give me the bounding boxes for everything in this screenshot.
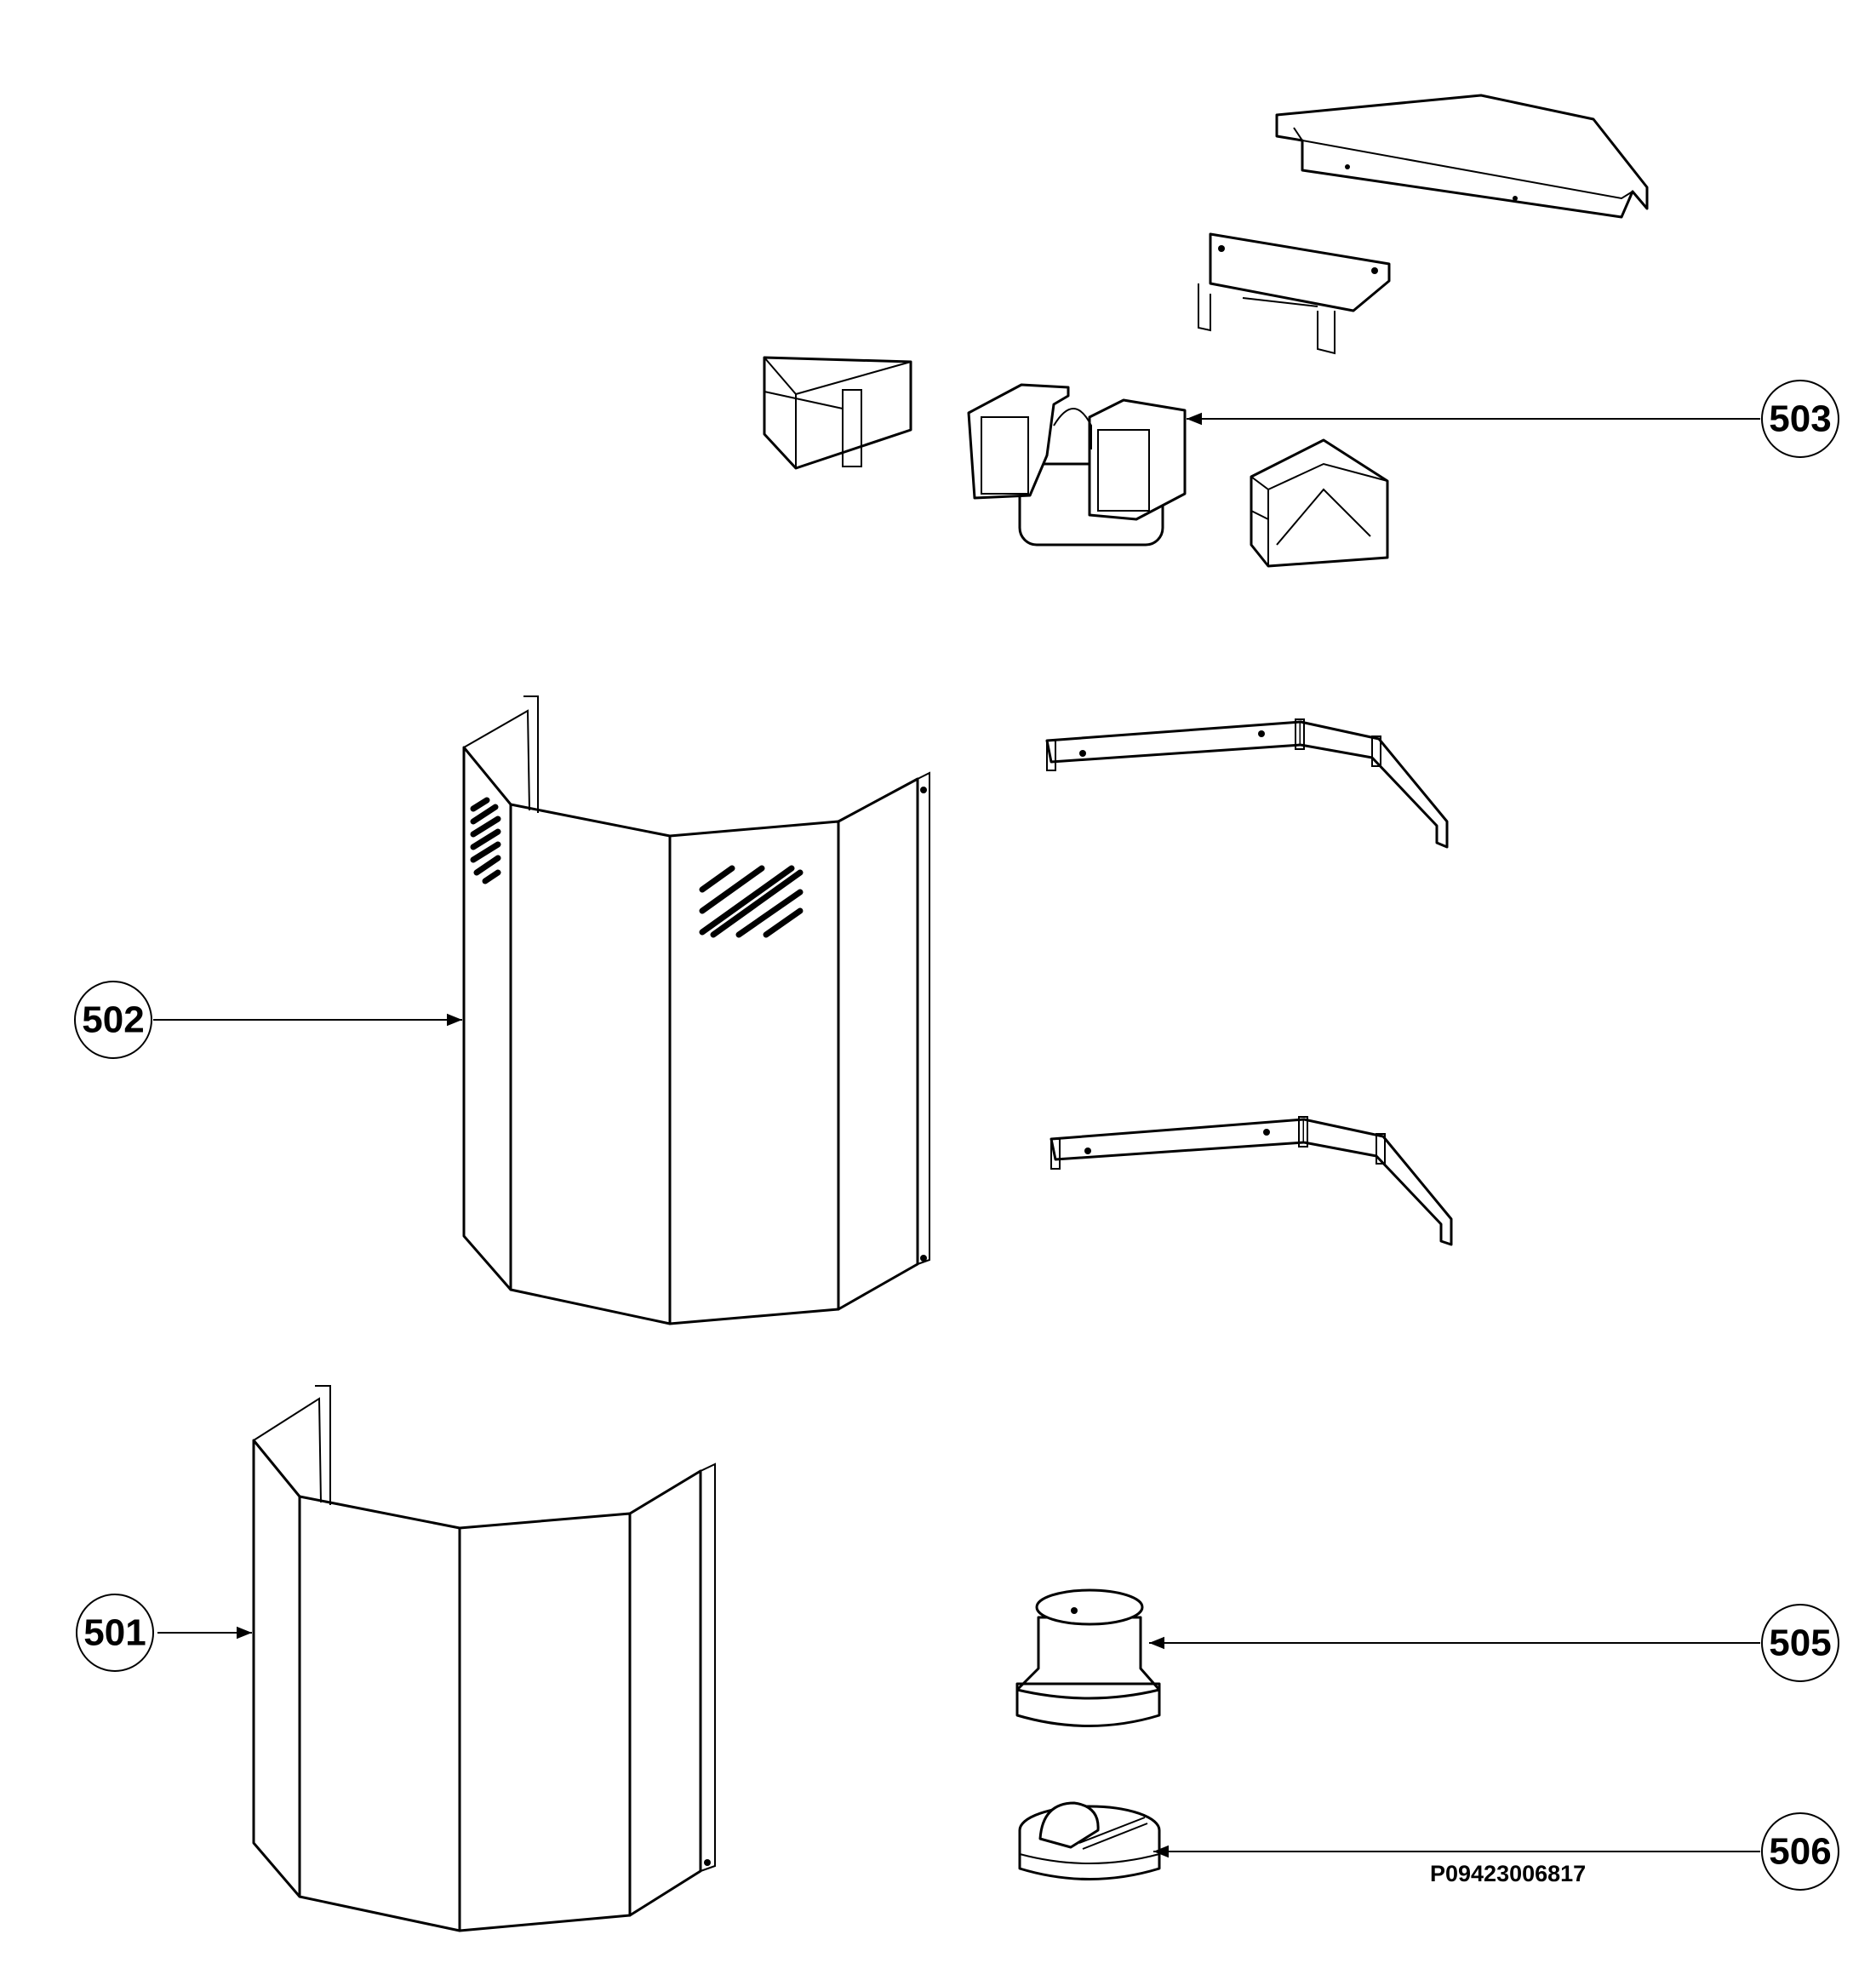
- non-return-valve: [1018, 1801, 1161, 1880]
- lower-chimney-section: [252, 1385, 716, 1932]
- chimney-bracket-lower: [1050, 1116, 1453, 1246]
- callout-label: 506: [1769, 1831, 1831, 1873]
- side-vent-grille: [470, 797, 501, 884]
- front-vent-grille: [699, 865, 804, 938]
- callout-label: 505: [1769, 1623, 1831, 1664]
- callout-label: 501: [83, 1612, 146, 1654]
- right-duct-elbow: [1250, 438, 1389, 568]
- callout-501: 501: [76, 1594, 252, 1672]
- upper-mounting-bracket: [1198, 232, 1391, 355]
- top-cover-plate: [1275, 94, 1649, 219]
- chimney-bracket-upper: [1045, 718, 1449, 849]
- callout-503: 503: [1187, 380, 1839, 458]
- central-duct-connector: [967, 383, 1187, 547]
- callout-label: 502: [82, 999, 144, 1041]
- duct-reducer: [1015, 1588, 1161, 1727]
- left-duct-elbow: [763, 356, 912, 470]
- callout-505: 505: [1149, 1604, 1839, 1682]
- upper-chimney-section: [462, 695, 930, 1325]
- callout-502: 502: [74, 981, 462, 1059]
- document-id: P09423006817: [1430, 1861, 1586, 1886]
- callout-506: 506: [1153, 1812, 1839, 1891]
- callout-label: 503: [1769, 398, 1831, 440]
